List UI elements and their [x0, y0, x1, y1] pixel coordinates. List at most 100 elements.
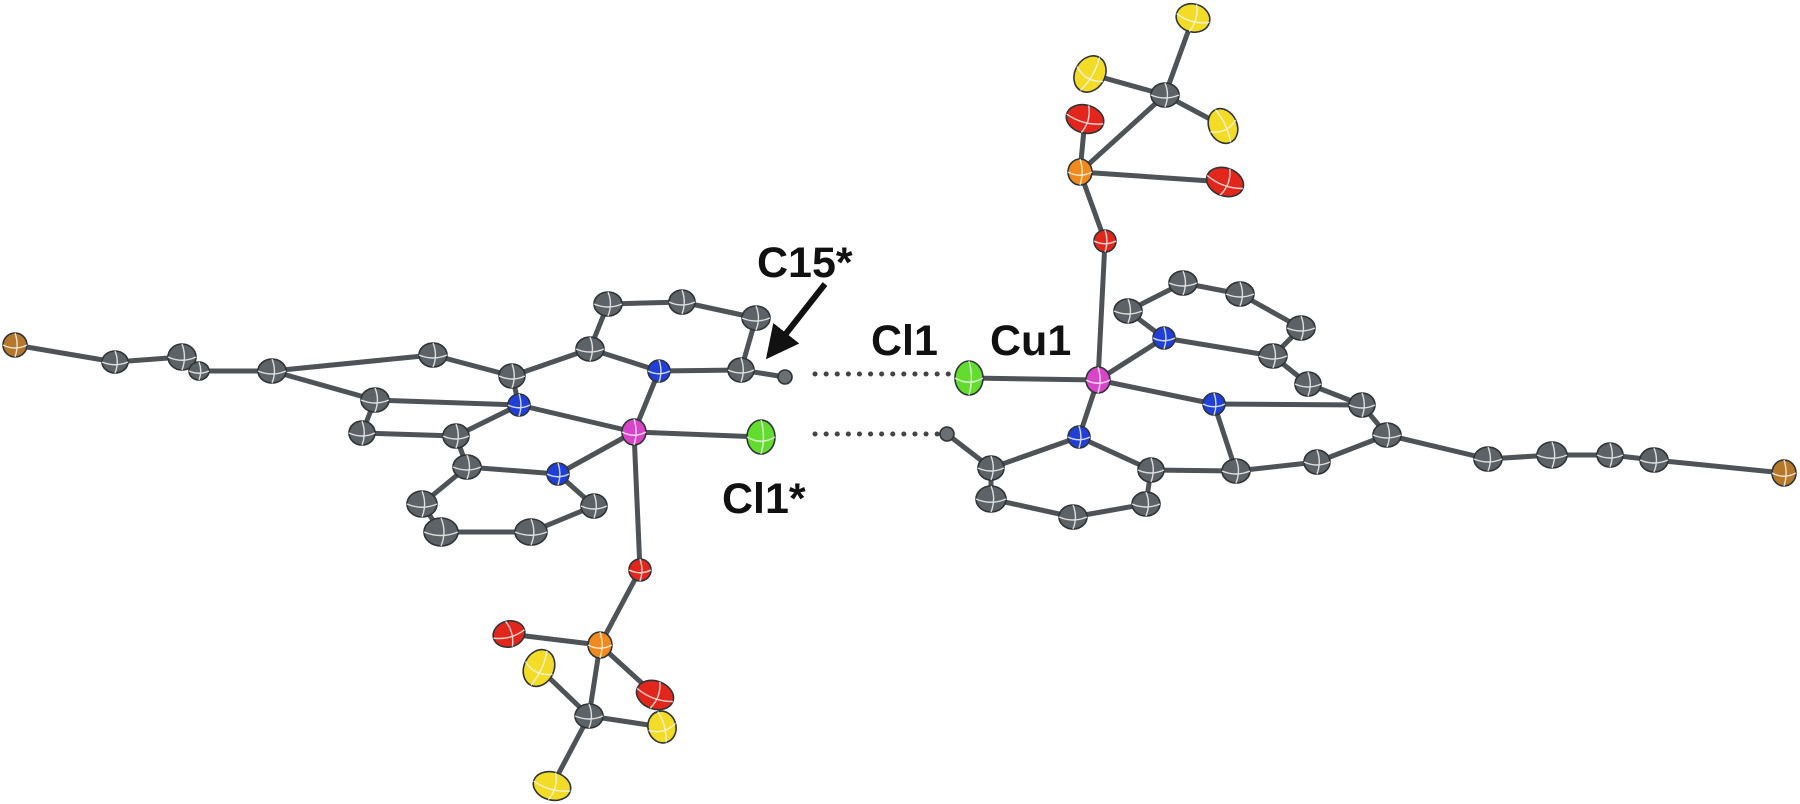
bond-sR-cR — [1077, 92, 1168, 175]
principal-axes — [452, 454, 482, 480]
carbon-atom — [1348, 392, 1376, 418]
principal-axes — [423, 517, 459, 547]
principal-axes — [1152, 326, 1176, 350]
bond-cuL-oL1 — [631, 429, 643, 573]
fluorine-atom — [647, 710, 677, 744]
carbon-atom — [575, 336, 605, 362]
fluorine-atom — [1175, 2, 1211, 34]
principal-axes — [1771, 459, 1797, 487]
principal-axes — [1258, 343, 1288, 369]
principal-axes — [1596, 442, 1624, 468]
carbon-atom — [1286, 315, 1316, 341]
carbon-atom — [1225, 281, 1255, 307]
carbon-atom — [101, 350, 129, 374]
bond-nL1-p1 — [372, 397, 522, 408]
carbon-ellipsoid — [1596, 442, 1624, 468]
carbon-atom — [593, 291, 623, 317]
principal-axes — [1058, 504, 1088, 530]
carbon-ellipsoid — [188, 361, 210, 381]
carbon-atom — [580, 493, 608, 519]
copper-atom — [621, 418, 647, 446]
principal-axes — [418, 342, 448, 368]
carbon-ellipsoid — [1058, 504, 1088, 530]
principal-axes — [1093, 229, 1117, 253]
principal-axes — [647, 359, 671, 383]
bond-cuR-clR — [966, 375, 1101, 383]
carbon-atom — [1131, 491, 1161, 517]
principal-axes — [580, 493, 608, 519]
principal-axes — [746, 419, 776, 455]
principal-axes — [1137, 457, 1165, 483]
principal-axes — [1210, 109, 1237, 143]
carbon-atom — [1168, 270, 1198, 296]
carbon-atom — [668, 289, 696, 315]
principal-axes — [2, 332, 28, 358]
principal-axes — [1225, 281, 1255, 307]
fluorine-atom — [532, 770, 572, 802]
principal-axes — [1536, 441, 1568, 469]
principal-axes — [574, 703, 604, 729]
fluorine-ellipsoid — [1207, 107, 1239, 145]
principal-axes — [257, 358, 287, 384]
oxygen-ellipsoid — [1065, 103, 1105, 135]
carbon-atom — [1372, 422, 1402, 448]
bond-b1-nL3 — [464, 464, 561, 477]
principal-axes — [727, 357, 755, 383]
bond-nR2-u1 — [1161, 335, 1276, 359]
carbon-atom — [348, 420, 376, 446]
nitrogen-ellipsoid — [647, 359, 671, 383]
fluorine-ellipsoid — [1175, 2, 1211, 34]
carbon-atom — [1137, 457, 1165, 483]
carbon-ellipsoid — [360, 387, 390, 413]
oxygen-ellipsoid — [1093, 229, 1117, 253]
principal-axes — [442, 423, 470, 449]
principal-axes — [977, 455, 1005, 481]
carbon-atom — [442, 423, 470, 449]
carbon-atom — [1639, 447, 1669, 473]
bond-nL3-cuL — [555, 429, 637, 477]
label-layer: C15* Cl1 Cu1 Cl1* — [722, 239, 1071, 523]
principal-axes — [575, 336, 605, 362]
carbon-ellipsoid — [418, 342, 448, 368]
chlorine-ellipsoid — [746, 419, 776, 455]
principal-axes — [360, 387, 390, 413]
principal-axes — [498, 363, 526, 389]
principal-axes — [406, 490, 438, 518]
carbon-atom — [1596, 442, 1624, 468]
fluorine-ellipsoid — [1073, 55, 1107, 93]
carbon-ellipsoid — [1639, 447, 1669, 473]
principal-axes — [975, 485, 1007, 513]
bond-r1-q1 — [1384, 432, 1491, 462]
principal-axes — [101, 350, 129, 374]
carbon-atom — [514, 518, 548, 546]
carbon-ellipsoid — [1137, 457, 1165, 483]
sulfur-atom — [1067, 158, 1093, 186]
bond-nR1-cuR — [1095, 377, 1217, 407]
principal-axes — [1168, 270, 1198, 296]
bromine-ellipsoid — [1771, 459, 1797, 487]
principal-axes — [1131, 491, 1161, 517]
principal-axes — [1085, 366, 1111, 394]
carbon-ellipsoid — [1286, 315, 1316, 341]
nitrogen-atom — [1067, 425, 1091, 449]
carbon-ellipsoid — [1131, 491, 1161, 517]
oxygen-atom — [628, 558, 652, 582]
nitrogen-ellipsoid — [1067, 425, 1091, 449]
carbon-ellipsoid — [1150, 82, 1180, 108]
carbon-ellipsoid — [452, 454, 482, 480]
bond-cuL-clL — [631, 429, 764, 440]
principal-axes — [1202, 392, 1226, 416]
carbon-atom — [1294, 371, 1322, 397]
arrow-icon — [765, 282, 828, 360]
bond-a4-p3 — [269, 352, 436, 374]
principal-axes — [167, 343, 197, 371]
carbon-atom — [1258, 343, 1288, 369]
bond-cuR-oR1 — [1095, 238, 1108, 383]
bond-sR-oR3 — [1077, 169, 1228, 185]
carbon-ellipsoid — [1348, 392, 1376, 418]
principal-axes — [1372, 422, 1402, 448]
fluorine-ellipsoid — [532, 770, 572, 802]
principal-axes — [1067, 425, 1091, 449]
carbon-atom — [360, 387, 390, 413]
sulfur-atom — [587, 631, 613, 659]
